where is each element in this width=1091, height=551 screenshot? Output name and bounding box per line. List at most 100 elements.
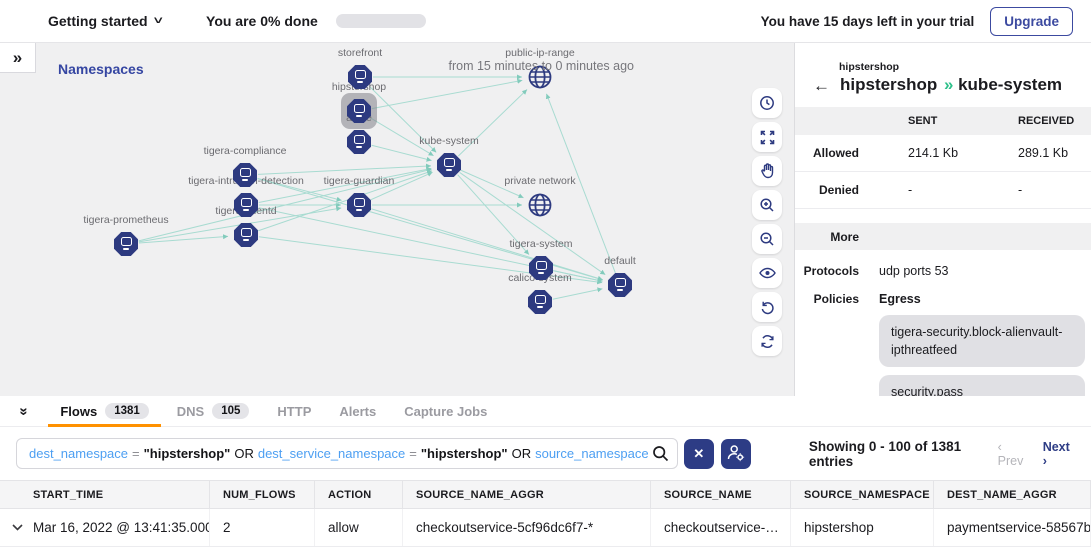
fit-screen-button[interactable] (752, 122, 782, 152)
graph-node-calico-system[interactable] (528, 290, 552, 314)
tab-count-badge: 105 (212, 403, 250, 419)
policy-chip[interactable]: security.pass (879, 375, 1085, 396)
zoom-in-button[interactable] (752, 190, 782, 220)
top-bar: Getting started ˅ You are 0% done You ha… (0, 0, 1091, 42)
column-header-num_flows[interactable]: NUM_FLOWS (210, 481, 315, 508)
graph-node-acme[interactable] (347, 130, 371, 154)
pan-button[interactable] (752, 156, 782, 186)
graph-node-tigera-compliance[interactable] (233, 163, 257, 187)
protocols-row: Protocols udp ports 53 (803, 264, 949, 278)
table-cell: paymentservice-58567bdc (934, 509, 1091, 546)
column-header-start_time[interactable]: START_TIME (0, 481, 210, 508)
namespace-icon (347, 193, 371, 217)
namespace-icon (608, 273, 632, 297)
table-cell: checkoutservice-5cf96dc6f7-* (403, 509, 651, 546)
trial-days-text: You have 15 days left in your trial (760, 13, 975, 29)
query-segment-key: dest_namespace (29, 446, 129, 461)
stats-header: SENT RECEIVED (795, 107, 1091, 135)
clear-search-button[interactable]: ✕ (683, 438, 714, 469)
namespace-icon (233, 163, 257, 187)
graph-node-kube-system[interactable] (437, 153, 461, 177)
table-cell: hipstershop (791, 509, 934, 546)
received-column-header: RECEIVED (1018, 115, 1075, 127)
zoom-out-button[interactable] (752, 224, 782, 254)
visibility-button[interactable] (752, 258, 782, 288)
namespace-icon (437, 153, 461, 177)
query-segment-op: = (132, 446, 140, 461)
table-cell: 2 (210, 509, 315, 546)
magnifier-plus-icon (759, 197, 775, 213)
graph-node-tigera-intrusion-detection[interactable] (234, 193, 258, 217)
namespace-icon (529, 256, 553, 280)
table-cell: allow (315, 509, 403, 546)
prev-page-button[interactable]: ‹ Prev (997, 439, 1024, 468)
progress-bar (335, 14, 426, 28)
refresh-icon (760, 334, 775, 349)
upgrade-button[interactable]: Upgrade (990, 6, 1073, 36)
expand-row-icon[interactable] (12, 524, 23, 531)
policy-chip[interactable]: tigera-security.block-alienvault-ipthrea… (879, 315, 1085, 368)
expand-sidebar-button[interactable]: » (0, 43, 36, 73)
hand-icon (760, 163, 775, 179)
graph-node-tigera-guardian[interactable] (347, 193, 371, 217)
namespace-icon (114, 232, 138, 256)
more-section-header: More (795, 223, 1091, 250)
back-arrow-icon[interactable]: ← (813, 75, 830, 95)
graph-node-hipstershop[interactable] (347, 99, 371, 123)
query-segment-bool: OR (511, 446, 532, 461)
graph-node-label: default (604, 255, 636, 267)
graph-toolbar (752, 88, 782, 356)
tab-http[interactable]: HTTP (277, 403, 312, 419)
graph-node-label: tigera-compliance (203, 145, 287, 157)
progress-label: You are 0% done (206, 13, 318, 29)
double-chevron-right-icon: » (12, 47, 23, 67)
refresh-button[interactable] (752, 326, 782, 356)
tab-capture-jobs[interactable]: Capture Jobs (404, 403, 488, 419)
column-header-source_namespace[interactable]: SOURCE_NAMESPACE (791, 481, 934, 508)
graph-node-tigera-fluentd[interactable] (234, 223, 258, 247)
graph-node-private-network[interactable] (526, 191, 554, 224)
undo-button[interactable] (752, 292, 782, 322)
showing-entries-text: Showing 0 - 100 of 1381 entries (808, 438, 962, 469)
column-header-action[interactable]: ACTION (315, 481, 403, 508)
namespace-icon (234, 193, 258, 217)
graph-node-default[interactable] (608, 273, 632, 297)
protocols-value: udp ports 53 (879, 264, 949, 278)
column-header-dest_name_aggr[interactable]: DEST_NAME_AGGR (934, 481, 1091, 508)
graph-node-label: public-ip-range (505, 47, 575, 59)
namespace-icon (528, 290, 552, 314)
column-header-source_name_aggr[interactable]: SOURCE_NAME_AGGR (403, 481, 651, 508)
undo-icon (760, 300, 775, 315)
graph-node-tigera-prometheus[interactable] (114, 232, 138, 256)
graph-node-tigera-system[interactable] (529, 256, 553, 280)
graph-node-label: kube-system (419, 135, 479, 147)
time-range-label: from 15 minutes to 0 minutes ago (448, 59, 634, 73)
table-cell: checkoutservice-… (651, 509, 791, 546)
graph-node-public-ip-range[interactable] (526, 63, 554, 96)
collapse-panel-icon[interactable]: » (15, 406, 33, 416)
denied-sent: - (908, 183, 913, 197)
allowed-row: Allowed 214.1 Kb 289.1 Kb (795, 135, 1091, 172)
tab-alerts[interactable]: Alerts (339, 403, 377, 419)
clock-icon (759, 95, 775, 111)
allowed-received: 289.1 Kb (1018, 146, 1069, 160)
search-icon[interactable] (652, 445, 669, 462)
next-page-button[interactable]: Next › (1042, 439, 1070, 468)
graph-node-label: storefront (337, 47, 383, 59)
getting-started-menu[interactable]: Getting started ˅ (48, 13, 162, 29)
query-segment-op: = (409, 446, 417, 461)
user-settings-button[interactable] (720, 438, 751, 469)
column-header-source_name[interactable]: SOURCE_NAME (651, 481, 791, 508)
time-button[interactable] (752, 88, 782, 118)
panel-title: hipstershop ›› kube-system (840, 75, 1063, 94)
graph-node-storefront[interactable] (348, 65, 372, 89)
